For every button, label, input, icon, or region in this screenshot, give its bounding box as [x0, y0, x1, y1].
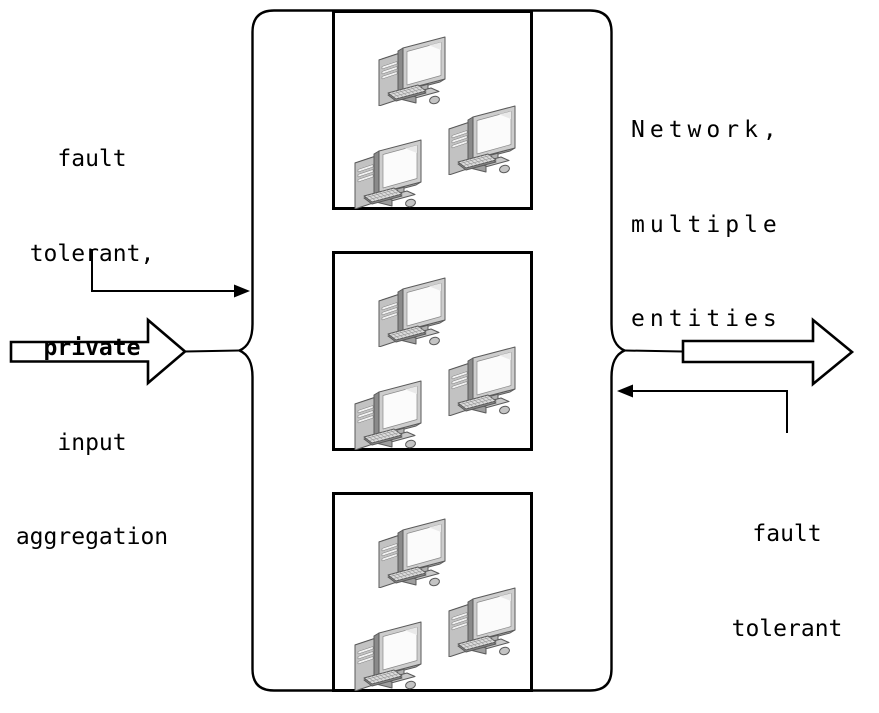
- label-line: tolerant,: [29, 240, 155, 267]
- entity-group-box-1: [332, 10, 533, 210]
- output-annotation-arrowhead: [617, 384, 633, 398]
- network-label: Network, multiple entities: [631, 52, 871, 399]
- desktop-computer-icon: [442, 99, 522, 175]
- input-aggregation-label: fault tolerant, private input aggregatio…: [6, 81, 178, 617]
- output-flow-arrow: [681, 317, 855, 387]
- input-annotation-arrow: [91, 249, 235, 292]
- desktop-computer-icon: [442, 581, 522, 657]
- desktop-computer-icon: [372, 271, 452, 347]
- desktop-computer-icon: [348, 615, 428, 691]
- input-flow-connector: [184, 349, 240, 353]
- label-line: entities: [631, 306, 782, 332]
- entity-group-box-3: [332, 492, 533, 692]
- label-line: input: [57, 429, 127, 456]
- label-line: aggregation: [15, 524, 169, 550]
- desktop-computer-icon: [372, 30, 452, 106]
- input-flow-arrow: [9, 317, 188, 386]
- input-annotation-arrowhead: [234, 284, 250, 298]
- label-line: fault: [57, 146, 127, 172]
- label-line: tolerant: [731, 615, 843, 642]
- desktop-computer-icon: [372, 512, 452, 588]
- label-line: fault: [752, 521, 822, 547]
- entity-group-box-2: [332, 251, 533, 451]
- output-flow-connector: [624, 349, 684, 353]
- desktop-computer-icon: [348, 133, 428, 209]
- output-annotation-arrow: [633, 390, 788, 433]
- desktop-computer-icon: [348, 374, 428, 450]
- label-line: multiple: [631, 211, 782, 238]
- label-line: Network,: [631, 117, 782, 143]
- label-line: output: [700, 708, 874, 713]
- desktop-computer-icon: [442, 340, 522, 416]
- output-aggregation-label: fault tolerant output aggregation: [700, 456, 874, 713]
- label-line-emphasized: private: [43, 335, 141, 361]
